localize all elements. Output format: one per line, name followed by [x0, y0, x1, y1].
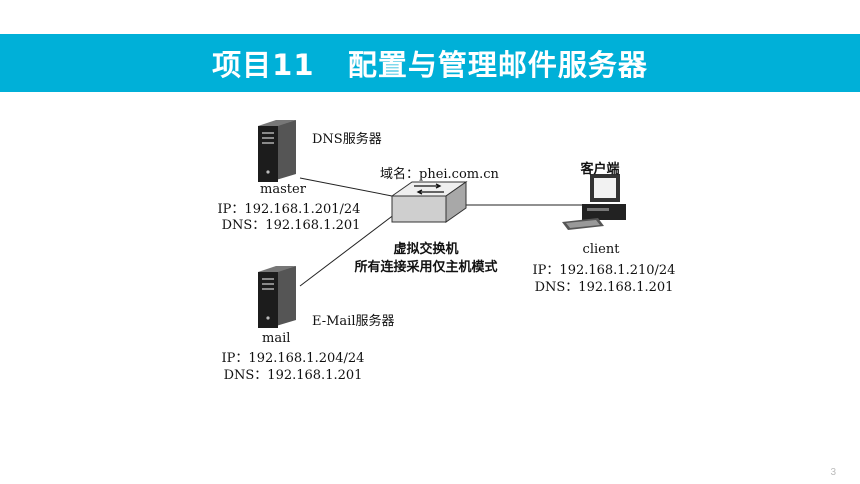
client-computer-icon [562, 174, 626, 230]
switch-icon [390, 181, 468, 223]
dns-dns: DNS：192.168.1.201 [221, 218, 361, 233]
client-dns: DNS：192.168.1.201 [534, 280, 674, 295]
client-label: 客户端 [580, 162, 620, 177]
dns-server-label: DNS服务器 [312, 132, 382, 147]
client-hostname: client [582, 242, 620, 257]
client-ip: IP：192.168.1.210/24 [532, 263, 676, 278]
switch-mode: 所有连接采用仅主机模式 [354, 260, 498, 275]
link-dns-switch [299, 177, 393, 197]
mail-hostname: mail [262, 331, 291, 346]
mail-dns: DNS：192.168.1.201 [223, 368, 363, 383]
domain-label: 域名：phei.com.cn [380, 167, 499, 182]
mail-server-label: E-Mail服务器 [312, 314, 395, 329]
link-mail-switch [299, 213, 396, 287]
switch-name: 虚拟交换机 [393, 242, 459, 257]
dns-server-icon [258, 120, 296, 182]
dns-hostname: master [260, 182, 306, 197]
page-number: 3 [830, 467, 836, 478]
page-title: 项目11 配置与管理邮件服务器 [212, 48, 648, 82]
mail-server-icon [258, 266, 296, 328]
dns-ip: IP：192.168.1.201/24 [217, 202, 361, 217]
mail-ip: IP：192.168.1.204/24 [221, 351, 365, 366]
title-banner: 项目11 配置与管理邮件服务器 [0, 34, 860, 92]
